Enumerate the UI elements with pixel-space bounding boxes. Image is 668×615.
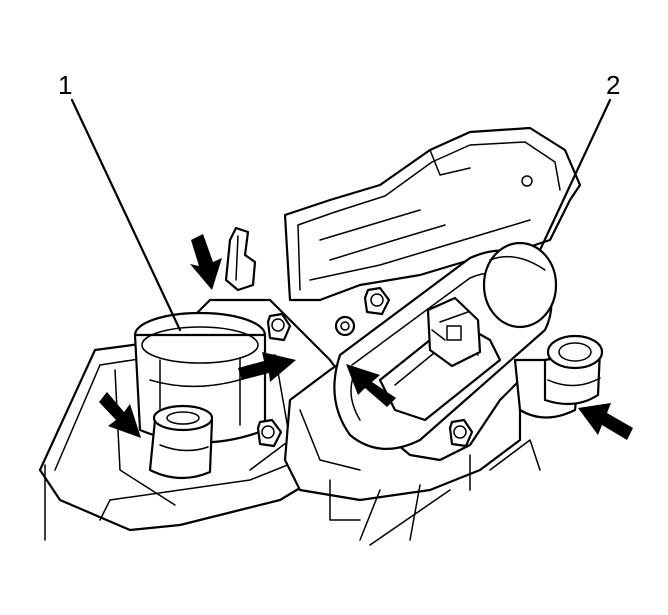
callout-1: 1 — [58, 70, 72, 100]
lower-frame — [369, 439, 541, 546]
leader-line-1 — [70, 98, 182, 332]
arrow-right-bolt — [578, 403, 633, 440]
arrow-center — [238, 352, 296, 382]
arrow-left-bolt — [99, 392, 141, 438]
leader-lines — [70, 98, 612, 332]
arrow-top-left — [190, 234, 222, 290]
left-bolt — [148, 404, 214, 480]
callout-2: 2 — [606, 70, 620, 100]
right-bolt — [513, 334, 604, 419]
wire-clip — [224, 226, 257, 292]
leader-line-2 — [538, 98, 612, 252]
arrow-coil — [346, 364, 396, 407]
upper-bracket — [283, 126, 582, 302]
